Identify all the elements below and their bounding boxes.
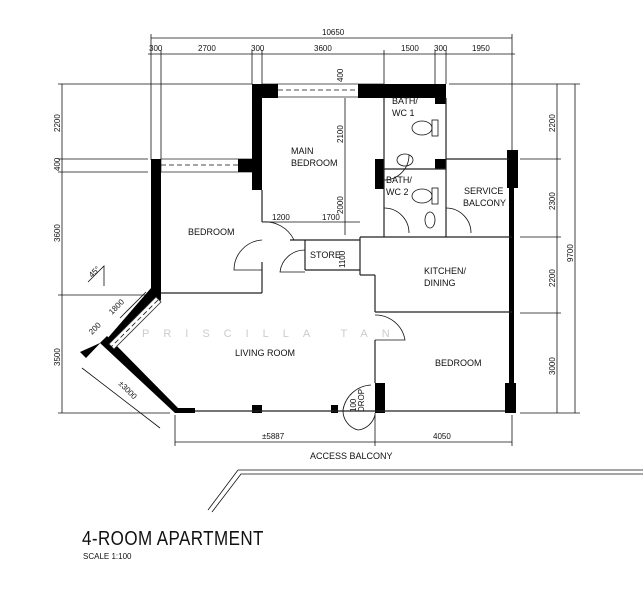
balcony-edge — [207, 469, 643, 513]
dim-right-3: 2200 — [548, 269, 557, 287]
dim-angle: 45° — [87, 264, 102, 279]
walls — [80, 83, 518, 431]
label-bath-1b: WC 1 — [392, 108, 415, 118]
dim-top-1: 300 — [149, 44, 163, 53]
dim-left-3: 3600 — [53, 224, 62, 242]
label-kitchen: KITCHEN/ — [424, 266, 467, 276]
dim-top-4: 3600 — [314, 44, 332, 53]
dim-right-2: 2300 — [548, 192, 557, 210]
dim-bottom-1: ±5887 — [262, 432, 285, 441]
dim-top-6: 300 — [434, 44, 448, 53]
dim-bottom-2: 4050 — [433, 432, 451, 441]
label-main-bedroom: MAIN — [291, 146, 314, 156]
label-drop-1: 100 — [349, 398, 358, 412]
dim-total-width: 10650 — [322, 28, 345, 37]
label-bath-2: BATH/ — [386, 175, 412, 185]
room-labels: MAIN BEDROOM BATH/ WC 1 BATH/ WC 2 SERVI… — [188, 96, 506, 461]
inner-dimensions: 400 2100 2000 1200 1700 1100 45° 1800 20… — [81, 68, 360, 429]
dim-top-2: 2700 — [198, 44, 216, 53]
bottom-dimensions: ±5887 4050 — [174, 413, 513, 446]
label-bath-2b: WC 2 — [386, 187, 409, 197]
dim-top-5: 1500 — [401, 44, 419, 53]
label-main-bedroom-2: BEDROOM — [291, 158, 338, 168]
label-service-balcony-2: BALCONY — [463, 198, 506, 208]
label-service-balcony: SERVICE — [464, 186, 503, 196]
dim-main-h1: 2100 — [336, 125, 345, 143]
dim-left-4: 3500 — [53, 348, 62, 366]
dim-right-1: 2200 — [548, 114, 557, 132]
dim-corridor-1: 1200 — [272, 213, 290, 222]
dim-corridor-2: 1700 — [322, 213, 340, 222]
label-living-room: LIVING ROOM — [235, 348, 295, 358]
dim-top-7: 1950 — [472, 44, 490, 53]
dim-right-total: 9700 — [566, 244, 575, 262]
label-bedroom-left: BEDROOM — [188, 227, 235, 237]
dim-window: 400 — [336, 68, 345, 82]
dim-left-2: 400 — [53, 157, 62, 171]
watermark: PRISCILLA TAN — [142, 328, 404, 340]
label-kitchen-2: DINING — [424, 278, 456, 288]
label-drop-2: DROP — [357, 389, 366, 412]
dim-bay-depth: 200 — [87, 320, 103, 336]
dim-bay-diagonal: ±3000 — [117, 379, 139, 401]
top-dimensions: 10650 300 2700 300 3600 1500 300 1950 — [148, 28, 515, 160]
dim-top-3: 300 — [251, 44, 265, 53]
left-dimensions: 2200 400 3600 3500 — [53, 83, 252, 414]
label-bedroom-right: BEDROOM — [435, 358, 482, 368]
plan-scale: SCALE 1:100 — [83, 552, 132, 561]
dim-bay-width: 1800 — [107, 297, 126, 316]
dim-left-1: 2200 — [53, 114, 62, 132]
label-bath-1: BATH/ — [392, 96, 418, 106]
label-store: STORE — [310, 250, 341, 260]
dim-store: 1100 — [338, 250, 347, 268]
label-access-balcony: ACCESS BALCONY — [310, 451, 393, 461]
dim-main-h2: 2000 — [336, 196, 345, 214]
right-dimensions: 2200 2300 2200 3000 9700 — [449, 83, 580, 414]
dim-right-4: 3000 — [548, 357, 557, 375]
plan-title: 4-ROOM APARTMENT — [82, 528, 264, 550]
